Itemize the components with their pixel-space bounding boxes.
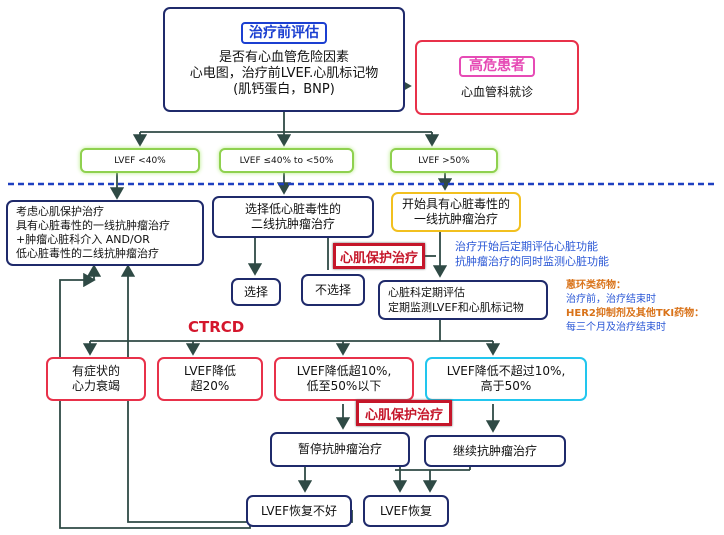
outcome-lvef-drop-20-line2: 超20% xyxy=(190,379,230,393)
choose-box: 选择 xyxy=(231,278,281,306)
outcome-lvef-drop-20: LVEF降低 超20% xyxy=(157,357,263,401)
mid-box-line1: 选择低心脏毒性的 xyxy=(244,202,341,216)
monitor-note-line2: 抗肿瘤治疗的同时监测心脏功能 xyxy=(455,255,609,268)
continue-treatment-box: 继续抗肿瘤治疗 xyxy=(424,435,566,467)
outcome-lvef-drop-10-line1: LVEF降低超10%, xyxy=(296,364,392,378)
second-line-treatment-box: 选择低心脏毒性的 二线抗肿瘤治疗 xyxy=(212,196,374,238)
outcome-lvef-drop-10-below-50: LVEF降低超10%, 低至50%以下 xyxy=(274,357,414,401)
pretreatment-line1: 是否有心血管危险因素 xyxy=(218,49,349,65)
lvef-recovered-box: LVEF恢复 xyxy=(363,495,449,527)
drug-monitoring-note: 蒽环类药物： 治疗前，治疗结束时 HER2抑制剂及其他TKI药物： 每三个月及治… xyxy=(566,279,704,335)
outcome-lvef-under-10-line1: LVEF降低不超过10%, xyxy=(446,364,566,378)
her2-detail: 每三个月及治疗结束时 xyxy=(566,322,666,333)
assessment-line2: 定期监测LVEF和心肌标记物 xyxy=(388,301,524,314)
outcome-lvef-drop-under-10: LVEF降低不超过10%, 高于50% xyxy=(425,357,587,401)
outcome-lvef-drop-20-line1: LVEF降低 xyxy=(183,364,237,378)
monitor-note-line1: 治疗开始后定期评估心脏功能 xyxy=(455,240,598,253)
anthracycline-label: 蒽环类药物： xyxy=(566,280,626,291)
pretreatment-title: 治疗前评估 xyxy=(241,21,327,44)
anthracycline-detail: 治疗前，治疗结束时 xyxy=(566,294,656,305)
ctrcd-label: CTRCD xyxy=(188,318,245,336)
lvef-not-recovered-box: LVEF恢复不好 xyxy=(246,495,352,527)
right-box-line1: 开始具有心脏毒性的 xyxy=(401,197,510,211)
mid-box-line2: 二线抗肿瘤治疗 xyxy=(250,217,335,231)
lvef-group-high: LVEF >50% xyxy=(390,148,498,173)
cardiology-assessment-box: 心脏科定期评估 定期监测LVEF和心肌标记物 xyxy=(378,280,548,320)
her2-label: HER2抑制剂及其他TKI药物： xyxy=(566,308,705,319)
lvef-group-low: LVEF <40% xyxy=(80,148,200,173)
outcome-lvef-under-10-line2: 高于50% xyxy=(480,379,532,393)
left-treatment-box: 考虑心肌保护治疗 具有心脏毒性的一线抗肿瘤治疗 +肿瘤心脏科介入 AND/OR … xyxy=(6,200,204,266)
pause-treatment-box: 暂停抗肿瘤治疗 xyxy=(270,432,410,467)
left-box-line1: 考虑心肌保护治疗 xyxy=(16,205,104,218)
outcome-lvef-drop-10-line2: 低至50%以下 xyxy=(306,379,382,393)
not-choose-box: 不选择 xyxy=(301,274,365,306)
high-risk-box: 高危患者 心血管科就诊 xyxy=(415,40,579,115)
myocardial-protection-label-1: 心肌保护治疗 xyxy=(333,243,425,269)
pretreatment-line2: 心电图，治疗前LVEF.心肌标记物 xyxy=(189,65,379,81)
outcome-heart-failure-line2: 心力衰竭 xyxy=(71,379,120,393)
right-box-line2: 一线抗肿瘤治疗 xyxy=(413,212,498,226)
left-box-line2: 具有心脏毒性的一线抗肿瘤治疗 xyxy=(16,219,170,232)
assessment-line1: 心脏科定期评估 xyxy=(388,286,465,299)
pretreatment-box: 治疗前评估 是否有心血管危险因素 心电图，治疗前LVEF.心肌标记物 (肌钙蛋白… xyxy=(163,7,405,112)
lvef-group-mid: LVEF ≤40% to <50% xyxy=(219,148,354,173)
high-risk-text: 心血管科就诊 xyxy=(460,84,533,99)
outcome-heart-failure-line1: 有症状的 xyxy=(71,364,120,378)
left-box-line4: 低心脏毒性的二线抗肿瘤治疗 xyxy=(16,247,159,260)
high-risk-title: 高危患者 xyxy=(459,55,535,77)
pretreatment-line3: (肌钙蛋白，BNP) xyxy=(233,81,335,97)
myocardial-protection-label-2: 心肌保护治疗 xyxy=(356,400,452,426)
monitor-note: 治疗开始后定期评估心脏功能 抗肿瘤治疗的同时监测心脏功能 xyxy=(455,239,609,269)
left-box-line3: +肿瘤心脏科介入 AND/OR xyxy=(16,233,150,246)
outcome-heart-failure: 有症状的 心力衰竭 xyxy=(46,357,146,401)
first-line-treatment-box: 开始具有心脏毒性的 一线抗肿瘤治疗 xyxy=(391,192,521,232)
